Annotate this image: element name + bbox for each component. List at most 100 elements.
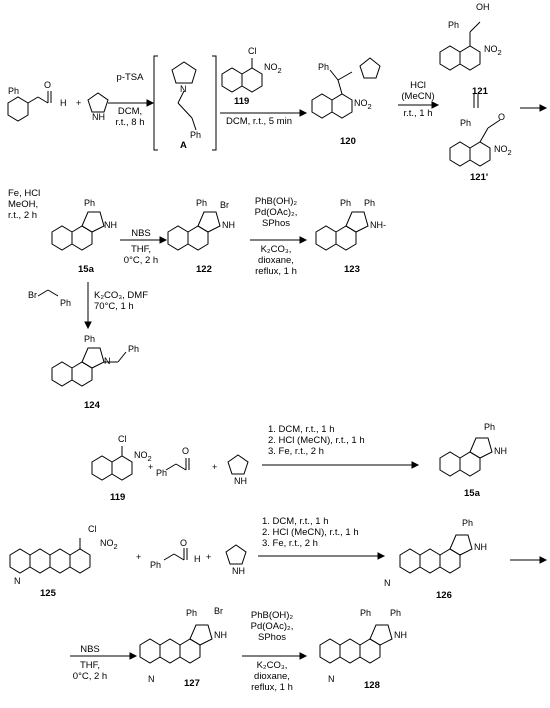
oh-label: OH bbox=[476, 2, 490, 12]
phenylacetaldehyde-structure bbox=[7, 91, 52, 122]
conditions-r5: NBS bbox=[131, 228, 151, 239]
compound-label-120: 120 bbox=[340, 136, 356, 147]
n-label-124: N bbox=[104, 356, 111, 366]
ph-label-128b: Ph bbox=[390, 608, 402, 618]
nh-label-123: NH- bbox=[370, 220, 386, 230]
o-label-c: O bbox=[180, 538, 188, 548]
compound-label-127: 127 bbox=[184, 678, 200, 689]
compound-15ab-structure bbox=[439, 437, 493, 477]
nh-label: NH bbox=[92, 112, 105, 122]
o-label: O bbox=[44, 80, 52, 90]
compound-119b-structure bbox=[91, 446, 133, 481]
nh-label-126: NH bbox=[474, 542, 487, 552]
cl-label: Cl bbox=[248, 46, 257, 56]
nh-label-15a: NH bbox=[104, 220, 117, 230]
ph-label-15a: Ph bbox=[84, 198, 96, 208]
compound-121-structure bbox=[439, 21, 481, 71]
ph-label-c: Ph bbox=[150, 560, 162, 570]
ph-label-121p: Ph bbox=[460, 118, 472, 128]
nh-label-c: NH bbox=[232, 566, 245, 576]
compound-label-128: 128 bbox=[364, 680, 380, 691]
plus-sign-b: + bbox=[148, 462, 154, 472]
conditions-r10: NBS bbox=[80, 644, 100, 655]
o-label-121p: O bbox=[498, 112, 506, 122]
no2-label-121p: NO2 bbox=[494, 144, 512, 157]
compound-label-122: 122 bbox=[196, 264, 212, 275]
o-label-b: O bbox=[182, 446, 190, 456]
br-label-reagent: Br bbox=[28, 290, 37, 300]
phenylacetaldehyde-c-structure bbox=[163, 548, 188, 561]
compound-label-15a: 15a bbox=[78, 264, 94, 275]
compound-label-124: 124 bbox=[84, 400, 100, 411]
h-label-c: H bbox=[194, 554, 201, 564]
compound-123-structure bbox=[315, 211, 369, 251]
plus-sign-c2: + bbox=[206, 552, 212, 562]
no2-label-119b: NO2 bbox=[134, 450, 152, 463]
bracket-left bbox=[153, 55, 158, 151]
ph-label-128a: Ph bbox=[360, 608, 372, 618]
no2-label: NO2 bbox=[264, 62, 282, 75]
br-label-127: Br bbox=[214, 606, 223, 616]
ph-label-126: Ph bbox=[462, 518, 474, 528]
pyrrolidine-b-structure bbox=[227, 454, 249, 475]
plus-sign-b2: + bbox=[212, 462, 218, 472]
conditions-r2: DCM, r.t., 5 min bbox=[226, 116, 292, 127]
compound-label-119: 119 bbox=[234, 96, 250, 107]
compound-126-structure bbox=[399, 534, 473, 574]
compound-label-15ab: 15a bbox=[464, 488, 480, 499]
n-label: N bbox=[180, 84, 187, 94]
br-label-122: Br bbox=[220, 200, 229, 210]
compound-label-119b: 119 bbox=[110, 492, 126, 503]
no2-label-120: NO2 bbox=[354, 98, 372, 111]
nh-label-15ab: NH bbox=[494, 446, 507, 456]
ph-label-120: Ph bbox=[318, 62, 330, 72]
no2-label-121: NO2 bbox=[484, 44, 502, 57]
h-label: H bbox=[60, 98, 67, 108]
compound-120-structure bbox=[311, 57, 381, 119]
ph-label-122: Ph bbox=[196, 198, 208, 208]
nh-label-122: NH bbox=[222, 220, 235, 230]
ph-label-A: Ph bbox=[190, 130, 202, 140]
phenylacetaldehyde-b-structure bbox=[165, 458, 190, 471]
conditions-r3: HCl(MeCN) bbox=[401, 80, 435, 102]
nh-label-b: NH bbox=[234, 476, 247, 486]
ph-label-123a: Ph bbox=[340, 198, 352, 208]
compound-label-A: A bbox=[180, 140, 187, 151]
nh-label-128: NH bbox=[394, 630, 407, 640]
compound-label-126: 126 bbox=[436, 590, 452, 601]
ph-label: Ph bbox=[8, 86, 20, 96]
compound-119-structure bbox=[221, 58, 263, 93]
ph-label-124: Ph bbox=[84, 334, 96, 344]
compound-label-123: 123 bbox=[344, 264, 360, 275]
pyrrolidine-c-structure bbox=[225, 544, 247, 565]
nh-label-127: NH bbox=[214, 630, 227, 640]
ph-label-b: Ph bbox=[156, 468, 168, 478]
compound-label-121: 121 bbox=[472, 86, 488, 97]
conditions-r5-below: THF,0°C, 2 h bbox=[123, 244, 159, 266]
compound-label-125: 125 bbox=[40, 588, 56, 599]
n-label-125: N bbox=[14, 576, 21, 586]
ph-label-15ab: Ph bbox=[484, 422, 496, 432]
compound-15a-structure bbox=[51, 211, 105, 251]
n-label-127: N bbox=[148, 674, 155, 684]
pyrrolidine-structure bbox=[87, 92, 109, 113]
compound-124-structure bbox=[51, 347, 127, 387]
compound-122-structure bbox=[167, 211, 221, 251]
bromoethylbenzene-structure bbox=[37, 289, 59, 297]
bracket-right bbox=[212, 55, 217, 151]
ph-label-123b: Ph bbox=[364, 198, 376, 208]
plus-sign-c: + bbox=[136, 552, 142, 562]
plus-sign: + bbox=[76, 98, 82, 108]
compound-127-structure bbox=[139, 624, 213, 664]
compound-121prime-structure bbox=[449, 119, 501, 167]
conditions-r1-below: DCM,r.t., 8 h bbox=[115, 106, 145, 128]
conditions-r3-below: r.t., 1 h bbox=[403, 108, 433, 119]
ph-label-121: Ph bbox=[448, 20, 460, 30]
ph-label-124b: Ph bbox=[128, 344, 140, 354]
